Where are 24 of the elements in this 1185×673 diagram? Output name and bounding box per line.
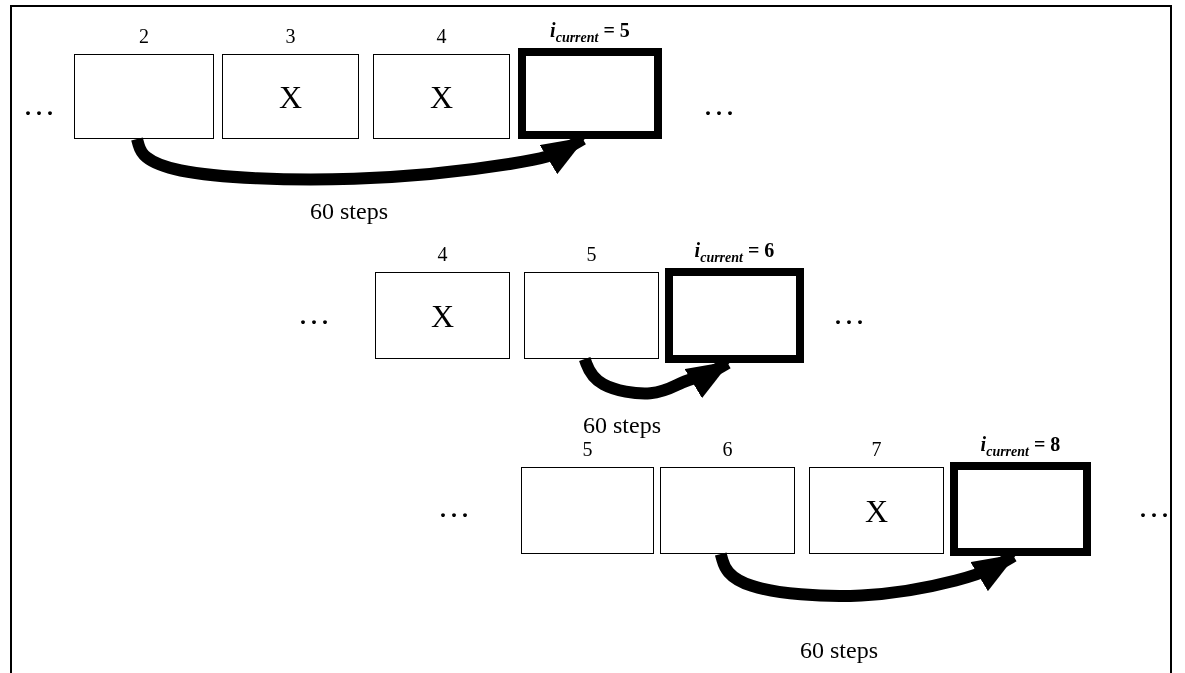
cell-index: 3	[285, 25, 296, 47]
ellipsis: ...	[440, 499, 473, 519]
current-index-label: i$_{current}$ = 5	[550, 19, 630, 47]
cell-index: 2	[139, 25, 149, 47]
current-index-label: i$_{current}$ = 8	[980, 433, 1061, 461]
cell-mark: X	[429, 79, 454, 114]
cell-index: 4	[436, 25, 447, 47]
ellipsis: ...	[835, 306, 868, 326]
cell-index: 5	[582, 438, 593, 460]
cell-mark: X	[864, 493, 889, 528]
cell-index: 4	[437, 243, 448, 265]
cell-index: 5	[586, 243, 597, 265]
cell-mark: X	[278, 79, 303, 114]
ellipsis: ...	[300, 306, 333, 326]
ellipsis: ...	[1140, 499, 1173, 519]
current-index-label: i$_{current}$ = 6	[694, 239, 775, 267]
cell-index: 7	[871, 438, 882, 460]
edge-label: 60 steps	[583, 412, 661, 438]
cell-index: 6	[722, 438, 733, 460]
cell-mark: X	[430, 298, 455, 333]
ellipsis: ...	[705, 97, 738, 117]
edge-label: 60 steps	[800, 637, 878, 663]
edge-label: 60 steps	[310, 198, 388, 224]
ellipsis: ...	[25, 97, 58, 117]
